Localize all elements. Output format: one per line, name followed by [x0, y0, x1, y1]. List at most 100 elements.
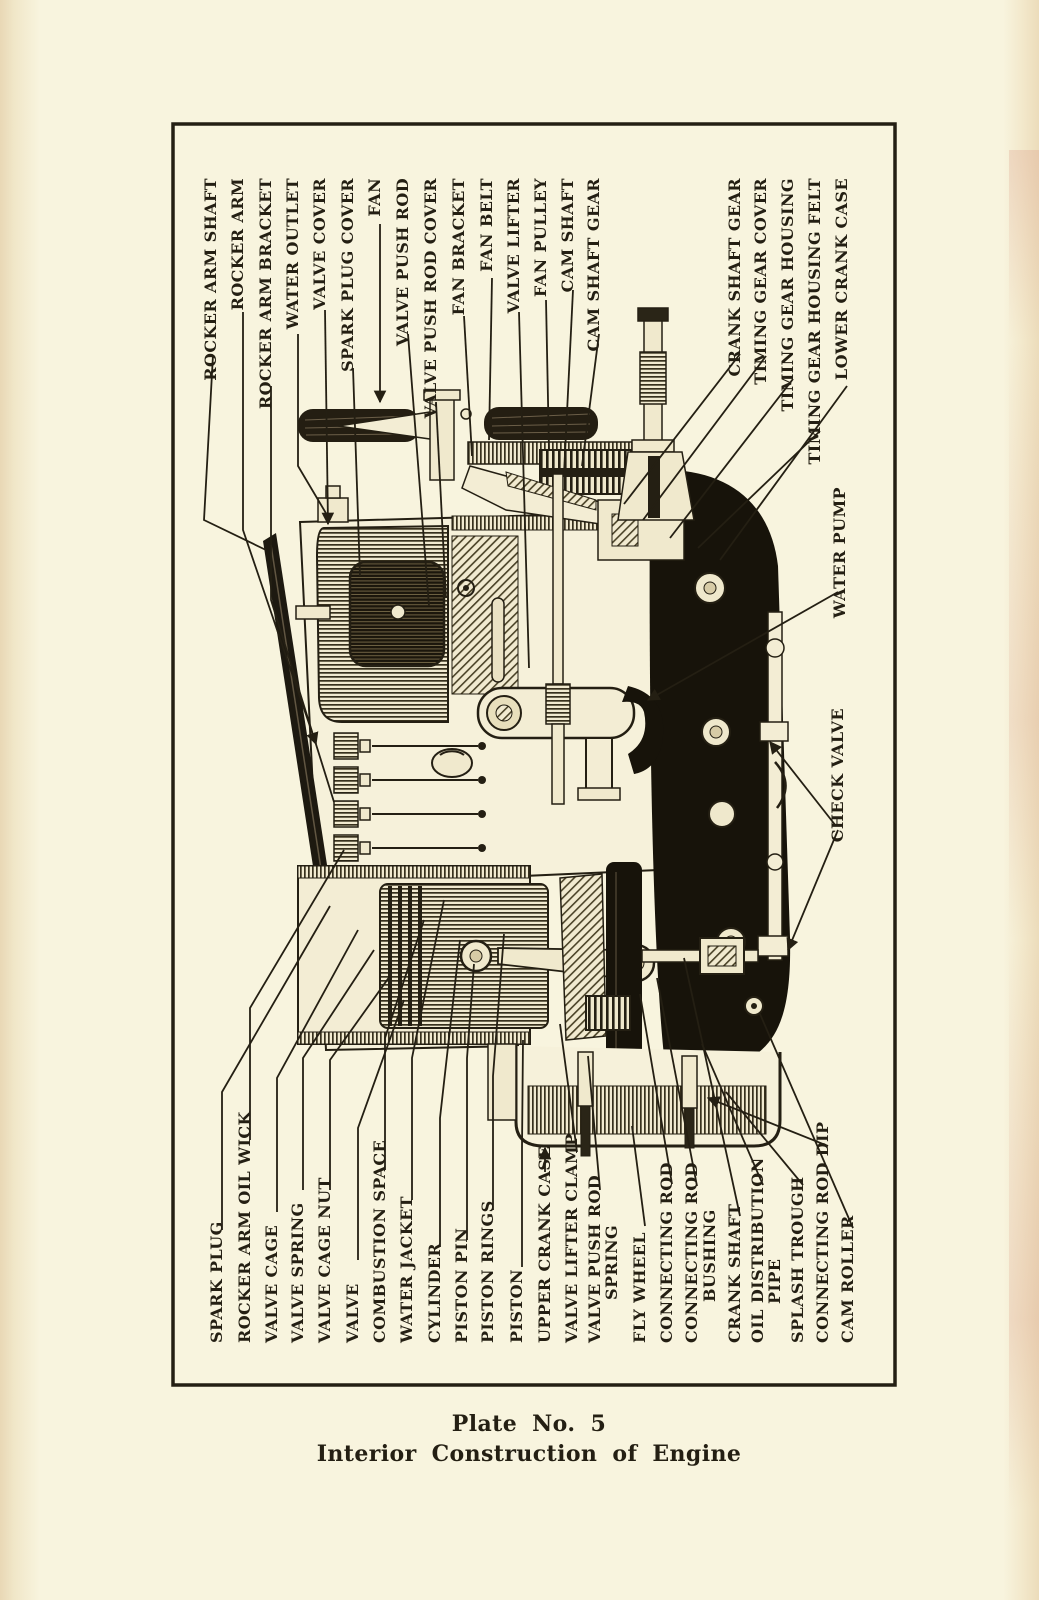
- leader-lines: [203, 224, 854, 1267]
- leader-line: [559, 1023, 578, 1153]
- leader-line: [759, 1013, 854, 1229]
- label-fly-wheel: FLY WHEEL: [630, 1232, 649, 1343]
- label-crank-shaft: CRANK SHAFT: [725, 1204, 744, 1343]
- label-water-jacket: WATER JACKET: [397, 1196, 416, 1344]
- label-valve: VALVE: [343, 1283, 362, 1344]
- label-rocker-arm: ROCKER ARM: [228, 178, 247, 310]
- timing-gear-housing-mass: [649, 469, 791, 1075]
- leader-line: [639, 993, 673, 1185]
- leader-line: [439, 939, 461, 1247]
- label-rocker-arm-bracket: ROCKER ARM BRACKET: [256, 178, 275, 409]
- label-fan-bracket: FAN BRACKET: [449, 178, 468, 315]
- label-connecting-rod-bushing-line2: BUSHING: [700, 1209, 719, 1302]
- leader-line: [669, 378, 794, 539]
- leader-line: [706, 1096, 829, 1147]
- block-ring-center: [463, 585, 469, 591]
- label-check-valve: CHECK VALVE: [828, 708, 847, 842]
- leader-line: [463, 315, 473, 457]
- leader-line: [642, 355, 767, 521]
- label-valve-push-rod: VALVE PUSH ROD: [393, 178, 412, 347]
- leader-line: [203, 354, 267, 551]
- bearing-boss-center: [703, 581, 717, 595]
- bearing-boss-center: [709, 725, 723, 739]
- leader-line: [321, 309, 335, 526]
- crank-starter-shaft: [617, 307, 695, 521]
- label-timing-gear-housing: TIMING GEAR HOUSING: [778, 178, 797, 412]
- leader-line: [384, 919, 425, 1170]
- leader-line: [411, 899, 445, 1200]
- bearing-boss: [708, 800, 736, 828]
- label-crank-shaft-gear: CRANK SHAFT GEAR: [725, 178, 744, 377]
- leader-line: [719, 385, 848, 561]
- label-spark-plug-cover: SPARK PLUG COVER: [338, 178, 357, 372]
- leader-line: [563, 289, 574, 475]
- leader-line: [435, 401, 447, 599]
- leader-line: [302, 949, 375, 1190]
- leader-line: [329, 975, 391, 1190]
- label-timing-gear-cover: TIMING GEAR COVER: [751, 178, 770, 385]
- leader-line: [357, 999, 405, 1260]
- leader-line: [769, 741, 837, 827]
- label-piston-rings: PISTON RINGS: [478, 1200, 497, 1343]
- label-valve-push-rod-spring-line2: SPRING: [602, 1225, 621, 1300]
- leader-line: [545, 299, 550, 451]
- label-oil-distribution-pipe-line2: PIPE: [765, 1259, 784, 1304]
- label-splash-trough: SPLASH TROUGH: [788, 1176, 807, 1343]
- label-valve-push-rod-cover: VALVE PUSH ROD COVER: [421, 178, 440, 420]
- leader-line: [631, 1125, 646, 1227]
- label-piston-pin: PISTON PIN: [452, 1228, 471, 1343]
- label-valve-cage-nut: VALVE CAGE NUT: [315, 1177, 334, 1344]
- label-valve-cage: VALVE CAGE: [262, 1225, 281, 1344]
- leader-line: [587, 1055, 601, 1191]
- leader-line: [701, 1043, 764, 1186]
- check-valve-lower: [757, 935, 789, 957]
- water-outlet-fitting: [317, 497, 349, 523]
- plate-frame: [171, 122, 897, 1387]
- label-fan-pulley: FAN PULLEY: [531, 178, 550, 297]
- water-pipes: [757, 611, 789, 961]
- label-valve-spring: VALVE SPRING: [288, 1202, 307, 1344]
- leader-line: [270, 386, 335, 803]
- leader-line: [581, 333, 600, 467]
- label-valve-lifter: VALVE LIFTER: [504, 178, 523, 315]
- label-valve-push-rod-spring-line1: VALVE PUSH ROD: [585, 1175, 604, 1344]
- valve-push-rod-center: [545, 473, 571, 805]
- label-rocker-arm-oil-wick: ROCKER ARM OIL WICK: [235, 1110, 254, 1343]
- label-cam-shaft-gear: CAM SHAFT GEAR: [584, 178, 603, 352]
- label-cylinder: CYLINDER: [425, 1243, 444, 1343]
- leader-line: [297, 334, 331, 521]
- check-valve-upper: [759, 721, 789, 742]
- label-valve-cover: VALVE COVER: [310, 178, 329, 311]
- label-cam-shaft: CAM SHAFT: [558, 178, 577, 292]
- label-rocker-arm-shaft: ROCKER ARM SHAFT: [201, 178, 220, 381]
- leader-line: [683, 957, 741, 1217]
- label-connecting-rod: CONNECTING ROD: [657, 1162, 676, 1343]
- block-ring: [457, 579, 475, 597]
- label-fan-belt: FAN BELT: [477, 178, 496, 272]
- fan-assembly: [298, 389, 598, 481]
- label-valve-lifter-clamp: VALVE LIFTER CLAMP: [562, 1133, 581, 1344]
- leader-line: [276, 929, 359, 1212]
- label-connecting-rod-dip: CONNECTING ROD DIP: [813, 1122, 832, 1343]
- label-cam-roller: CAM ROLLER: [838, 1215, 857, 1343]
- label-piston: PISTON: [507, 1269, 526, 1343]
- label-connecting-rod-bushing-line1: CONNECTING ROD: [682, 1162, 701, 1343]
- label-fan: FAN: [365, 178, 384, 217]
- label-combustion-space: COMBUSTION SPACE: [370, 1140, 389, 1343]
- cylinder-head-hatch: [451, 535, 519, 695]
- push-rod-slot: [491, 597, 505, 683]
- leader-line: [623, 353, 741, 505]
- leader-line: [249, 849, 345, 1140]
- leader-line: [242, 312, 319, 746]
- leader-line: [646, 591, 839, 701]
- leader-line: [786, 829, 839, 952]
- leader-line: [521, 1039, 524, 1267]
- leader-line: [352, 367, 361, 577]
- label-timing-gear-housing-felt: TIMING GEAR HOUSING FELT: [805, 178, 824, 465]
- part-labels: ROCKER ARM SHAFT ROCKER ARM ROCKER ARM B…: [201, 178, 857, 1344]
- valve-cover: [315, 485, 449, 723]
- label-oil-distribution-pipe-line1: OIL DISTRIBUTION: [748, 1157, 767, 1343]
- label-upper-crank-case: UPPER CRANK CASE: [535, 1146, 554, 1343]
